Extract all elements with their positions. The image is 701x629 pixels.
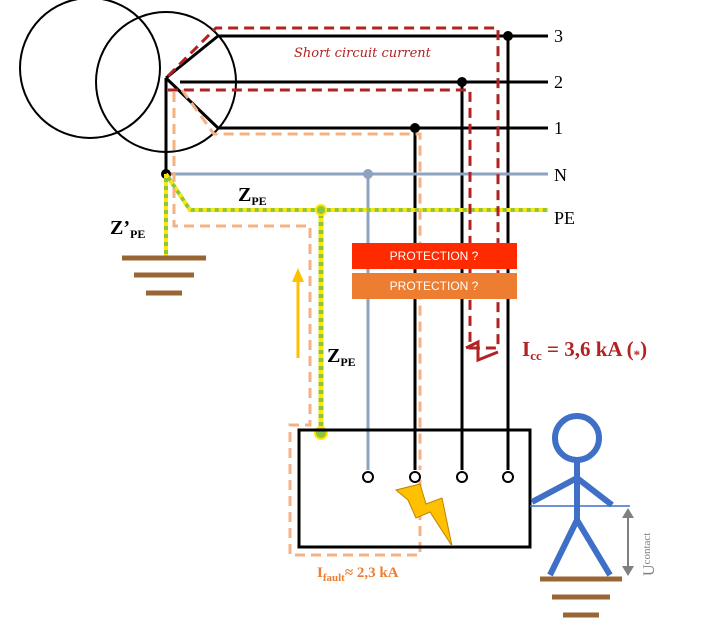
current-direction-arrow (292, 268, 304, 358)
neutral-label: N (554, 165, 567, 185)
short-circuit-path (166, 26, 500, 350)
earth-ground-icon (122, 255, 206, 296)
zpe-main-label: ZPE (238, 184, 267, 208)
protection-label-2: PROTECTION ? (390, 279, 479, 293)
zpe-earth-label: Z’PE (110, 217, 145, 241)
lightning-bolt-icon (394, 483, 453, 547)
short-circuit-label: Short circuit current (294, 46, 432, 61)
icc-label: Icc = 3,6 kA (*) (522, 337, 647, 363)
phase-3-label: 3 (554, 26, 563, 46)
fault-current-path (172, 89, 422, 557)
neutral-conductor (161, 169, 548, 470)
short-circuit-arrow (465, 339, 499, 363)
ifault-label: Ifault≈ 2,3 kA (317, 565, 399, 584)
pe-label: PE (554, 208, 575, 228)
phase-2-label: 2 (554, 72, 563, 92)
phase-1-label: 1 (554, 118, 563, 138)
protection-box-orange (352, 273, 517, 299)
pe-conductor (164, 172, 548, 440)
protection-label-1: PROTECTION ? (390, 249, 479, 263)
earth-ground-icon (540, 576, 622, 618)
protection-box-red (352, 243, 517, 269)
zpe-vertical-label: ZPE (327, 345, 356, 369)
ucontact-label: Ucontact (641, 533, 658, 576)
person-icon (530, 413, 614, 577)
contact-voltage-arrow (622, 508, 634, 576)
load-enclosure (297, 428, 532, 549)
transformer-icon (19, 0, 237, 172)
